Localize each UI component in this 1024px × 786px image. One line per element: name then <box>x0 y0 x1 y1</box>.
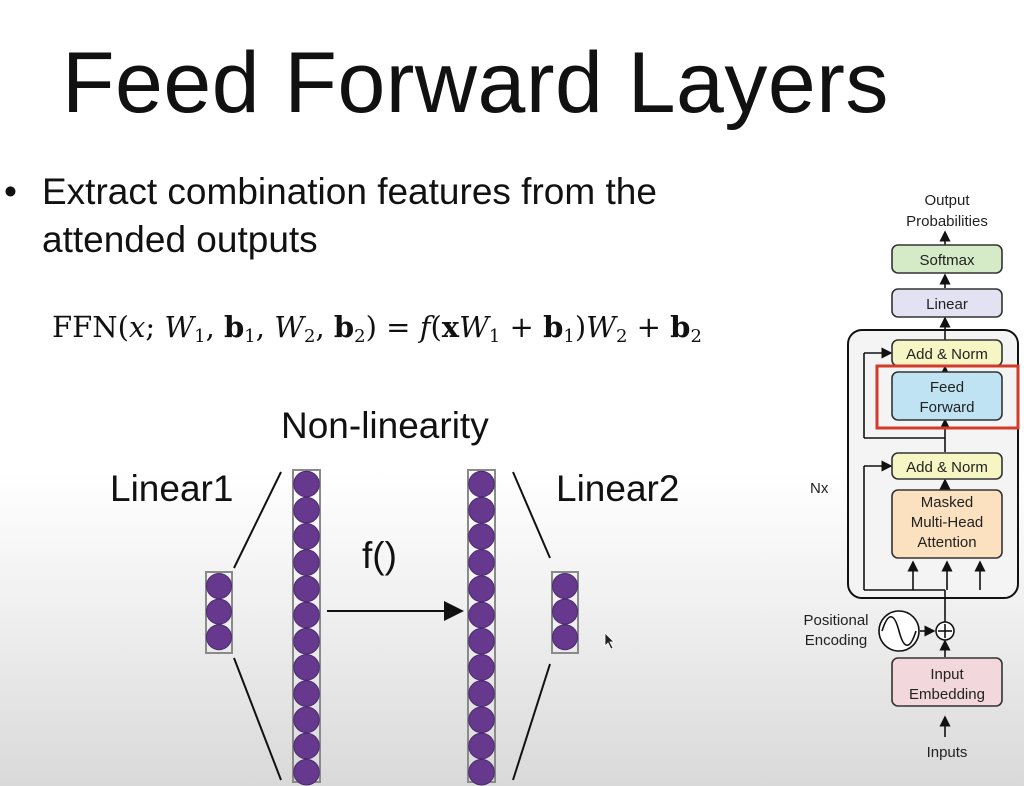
ffn-formula: FFN(x; W1, b1, W2, b2) = f(xW1 + b1)W2 +… <box>52 310 702 347</box>
feed-forward-highlight <box>875 364 1020 430</box>
output-neuron <box>552 573 578 599</box>
hidden2-neuron <box>468 601 495 629</box>
positional-label-1: Positional <box>803 612 868 629</box>
input-neuron <box>206 598 232 625</box>
masked-attention-box <box>891 489 1003 559</box>
positional-encoding-icon <box>878 610 920 652</box>
linear-label: Linear <box>926 296 968 313</box>
inputs-label: Inputs <box>927 744 968 761</box>
linear1-line-bottom <box>233 657 282 781</box>
hidden1-neuron <box>293 758 320 786</box>
hidden1-neuron <box>293 732 320 760</box>
feed-forward-label-2: Forward <box>919 399 974 416</box>
add-circle-icon <box>935 621 955 641</box>
output-label-1: Output <box>924 192 970 209</box>
hidden1-neuron <box>293 575 320 603</box>
hidden1-neuron <box>293 470 320 498</box>
linear1-label: Linear1 <box>110 468 234 509</box>
hidden1-neuron <box>293 654 320 681</box>
hidden1-neuron <box>293 680 320 707</box>
linear2-line-top <box>512 471 551 559</box>
f-label: f() <box>362 535 397 576</box>
add-norm-bottom-label: Add & Norm <box>906 459 988 476</box>
hidden1-neuron <box>293 496 320 524</box>
hidden2-neuron <box>468 470 495 498</box>
input-column-box <box>205 571 233 654</box>
input-neuron <box>206 624 232 651</box>
nx-block <box>847 329 1019 599</box>
bullet-point: • Extract combination features from the … <box>4 168 774 264</box>
hidden-column-1-box <box>292 469 321 783</box>
hidden2-neuron <box>468 732 495 760</box>
linear-box <box>891 288 1003 318</box>
input-neuron <box>206 573 232 599</box>
bullet-dot-icon: • <box>4 171 17 212</box>
hidden1-neuron <box>293 549 320 576</box>
hidden2-neuron <box>468 758 495 786</box>
softmax-box <box>891 244 1003 274</box>
hidden1-neuron <box>293 706 320 734</box>
positional-label-2: Encoding <box>805 632 868 649</box>
attention-label-1: Masked <box>921 494 974 511</box>
attention-label-2: Multi-Head <box>911 514 984 531</box>
hidden2-neuron <box>468 523 495 550</box>
linear1-line-top <box>233 471 282 569</box>
hidden2-neuron <box>468 706 495 734</box>
hidden-column-2-box <box>467 469 496 783</box>
embedding-label-2: Embedding <box>909 686 985 703</box>
hidden2-neuron <box>468 496 495 524</box>
hidden1-neuron <box>293 627 320 655</box>
nx-label: Nx <box>810 480 829 497</box>
feed-forward-box <box>891 371 1003 421</box>
hidden2-neuron <box>468 654 495 681</box>
slide-title: Feed Forward Layers <box>62 35 889 131</box>
add-norm-bottom-box <box>891 452 1003 480</box>
formula-ffn: FFN <box>52 310 118 344</box>
softmax-label: Softmax <box>919 252 975 269</box>
output-neuron <box>552 598 578 625</box>
output-label-2: Probabilities <box>906 213 988 230</box>
hidden2-neuron <box>468 549 495 576</box>
bullet-text: Extract combination features from the at… <box>42 171 657 260</box>
hidden1-neuron <box>293 601 320 629</box>
attention-label-3: Attention <box>917 534 976 551</box>
output-neuron <box>552 624 578 651</box>
formula-equals: = <box>386 310 411 344</box>
embedding-label-1: Input <box>930 666 964 683</box>
nonlinearity-label: Non-linearity <box>281 405 489 446</box>
hidden2-neuron <box>468 680 495 707</box>
linear2-label: Linear2 <box>556 468 680 509</box>
input-embedding-box <box>891 657 1003 707</box>
add-norm-top-label: Add & Norm <box>906 346 988 363</box>
linear2-line-bottom <box>512 663 551 781</box>
feed-forward-label-1: Feed <box>930 379 964 396</box>
hidden1-neuron <box>293 523 320 550</box>
hidden2-neuron <box>468 627 495 655</box>
add-norm-top-box <box>891 339 1003 367</box>
formula-f: f <box>419 310 431 344</box>
hidden2-neuron <box>468 575 495 603</box>
output-column-box <box>551 571 579 654</box>
